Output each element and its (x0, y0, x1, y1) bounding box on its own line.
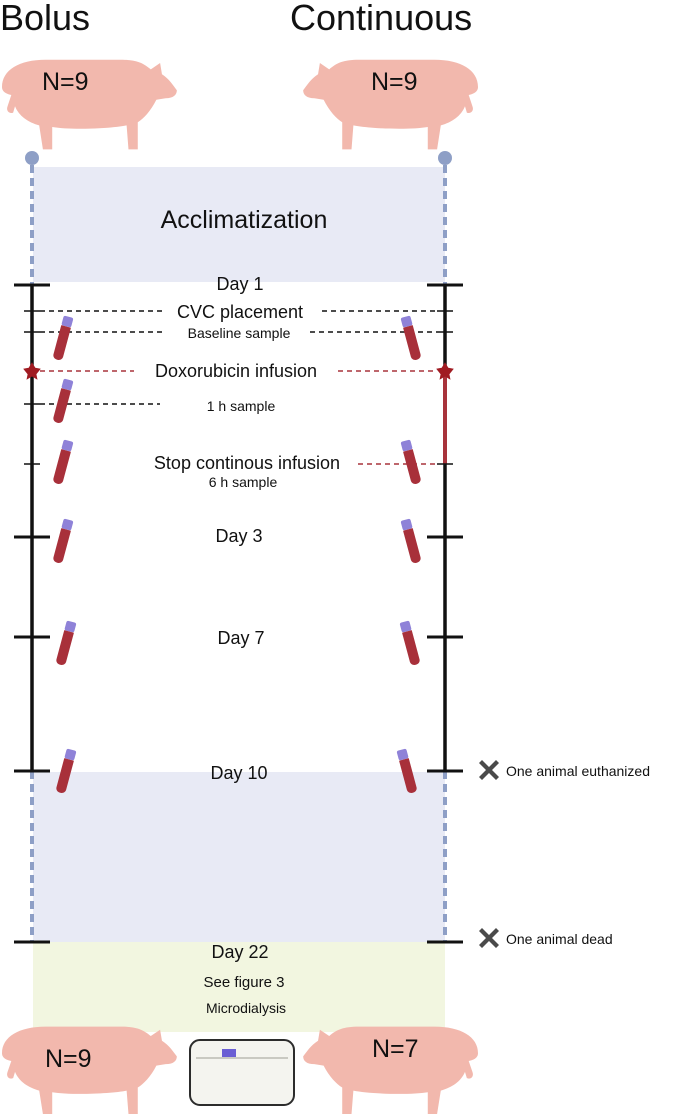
minor-ticks (24, 310, 453, 465)
blood-tube-icon (52, 378, 74, 425)
day3-label: Day 3 (215, 526, 262, 546)
blood-tube-icon (52, 439, 74, 486)
stop-infusion-label: Stop continous infusion (154, 453, 340, 473)
blood-tube-icon (55, 620, 77, 667)
acclimatization-label: Acclimatization (161, 206, 328, 234)
one-hour-label: 1 h sample (207, 398, 276, 414)
blood-tube-icon (400, 439, 422, 486)
six-hour-label: 6 h sample (209, 474, 278, 490)
euthanized-label: One animal euthanized (506, 763, 650, 779)
doxorubicin-label: Doxorubicin infusion (155, 361, 317, 381)
bolus-start-dot (25, 151, 39, 165)
continuous-end-count: N=7 (372, 1035, 419, 1063)
infusion-connectors (40, 370, 437, 465)
day7-label: Day 7 (217, 628, 264, 648)
bolus-start-count: N=9 (42, 68, 89, 96)
continuous-start-count: N=9 (371, 68, 418, 96)
blood-tube-icon (400, 315, 422, 362)
cvc-label: CVC placement (177, 302, 303, 322)
post-day10-panel (33, 772, 445, 942)
acclimatization-panel (33, 167, 445, 282)
bolus-end-count: N=9 (45, 1045, 92, 1073)
continuous-title: Continuous (290, 0, 472, 38)
blood-tube-icon (399, 620, 421, 667)
day1-label: Day 1 (216, 274, 263, 294)
continuous-start-dot (438, 151, 452, 165)
day22-label: Day 22 (211, 942, 268, 962)
timeline-ticks (14, 283, 463, 944)
blood-tube-icon (400, 518, 422, 565)
microdialysis-label: Microdialysis (206, 1000, 286, 1016)
microdialysis-device-icon (189, 1039, 295, 1106)
day10-label: Day 10 (210, 763, 267, 783)
pig-icon (2, 59, 177, 150)
day22-panel (33, 942, 445, 1032)
cross-icon (479, 928, 499, 948)
dead-label: One animal dead (506, 931, 613, 947)
blood-tube-icon (52, 518, 74, 565)
baseline-label: Baseline sample (188, 325, 291, 341)
blood-tube-icon (52, 315, 74, 362)
cross-icon (479, 760, 499, 780)
see-figure-label: See figure 3 (204, 974, 285, 991)
bolus-title: Bolus (0, 0, 90, 38)
